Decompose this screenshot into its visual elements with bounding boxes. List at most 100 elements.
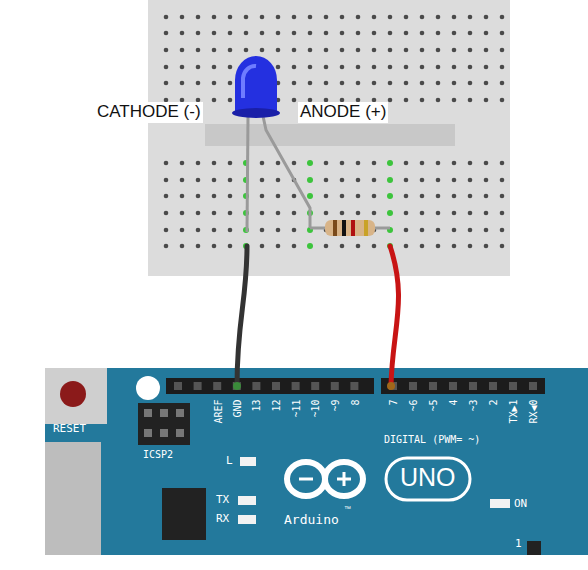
breadboard-hole	[404, 48, 409, 53]
breadboard-hole	[212, 178, 217, 183]
breadboard-hole	[308, 48, 313, 53]
breadboard-hole	[276, 65, 281, 70]
breadboard-hole	[276, 228, 281, 233]
breadboard-hole	[500, 48, 505, 53]
breadboard-hole	[292, 48, 297, 53]
breadboard-hole	[180, 65, 185, 70]
breadboard-hole	[500, 194, 505, 199]
header-pin	[311, 382, 319, 390]
resistor-band	[364, 220, 368, 236]
breadboard-hole	[436, 65, 441, 70]
breadboard-hole	[452, 194, 457, 199]
breadboard-hole	[372, 178, 377, 183]
breadboard-hole	[260, 15, 265, 20]
breadboard-hole	[292, 161, 297, 166]
breadboard-hole	[340, 31, 345, 36]
icsp-pins	[144, 409, 184, 437]
header-pin	[529, 382, 537, 390]
breadboard-hole	[164, 48, 169, 53]
led-label: TX	[216, 494, 229, 506]
breadboard-hole	[340, 211, 345, 216]
breadboard-hole	[228, 194, 233, 199]
breadboard-hole	[244, 15, 249, 20]
breadboard-hole	[420, 194, 425, 199]
breadboard-hole	[196, 178, 201, 183]
breadboard-hole	[340, 48, 345, 53]
breadboard-hole	[307, 193, 313, 199]
breadboard-hole	[196, 81, 201, 86]
board-led	[238, 515, 256, 524]
breadboard-hole	[500, 81, 505, 86]
header-pin	[331, 382, 339, 390]
header-pin	[292, 382, 300, 390]
breadboard-hole	[420, 244, 425, 249]
breadboard-hole	[196, 161, 201, 166]
breadboard-hole	[452, 98, 457, 103]
led-rim	[232, 108, 280, 118]
header-pin	[350, 382, 358, 390]
breadboard-holes	[164, 15, 505, 249]
breadboard-hole	[484, 31, 489, 36]
breadboard-hole	[388, 81, 393, 86]
breadboard-hole	[308, 15, 313, 20]
breadboard-hole	[228, 244, 233, 249]
breadboard-hole	[292, 194, 297, 199]
breadboard-hole	[356, 31, 361, 36]
breadboard-hole	[244, 48, 249, 53]
breadboard-hole	[372, 65, 377, 70]
board-led	[240, 457, 256, 466]
breadboard-hole	[196, 31, 201, 36]
breadboard-hole	[372, 194, 377, 199]
breadboard-hole	[468, 194, 473, 199]
breadboard-hole	[212, 65, 217, 70]
breadboard-hole	[436, 244, 441, 249]
breadboard-hole	[468, 178, 473, 183]
breadboard-hole	[308, 65, 313, 70]
part-label: CATHODE (-)	[95, 102, 203, 123]
breadboard-hole	[372, 211, 377, 216]
breadboard-hole	[260, 211, 265, 216]
breadboard-hole	[276, 211, 281, 216]
breadboard-hole	[420, 211, 425, 216]
logo-signs	[299, 472, 351, 486]
breadboard-channel	[205, 124, 455, 146]
breadboard-hole	[404, 65, 409, 70]
resistor-band	[351, 220, 355, 236]
breadboard-hole	[436, 178, 441, 183]
breadboard-hole	[420, 48, 425, 53]
breadboard-hole	[420, 81, 425, 86]
breadboard-hole	[420, 228, 425, 233]
breadboard-hole	[212, 211, 217, 216]
breadboard-hole	[452, 228, 457, 233]
breadboard-hole	[228, 161, 233, 166]
breadboard-hole	[164, 81, 169, 86]
breadboard-hole	[436, 98, 441, 103]
breadboard-hole	[324, 48, 329, 53]
breadboard-hole	[340, 178, 345, 183]
breadboard-hole	[260, 31, 265, 36]
header-pin	[272, 382, 280, 390]
breadboard-hole	[164, 178, 169, 183]
breadboard-hole	[180, 194, 185, 199]
header-pin	[429, 382, 437, 390]
usb-connector	[45, 442, 101, 555]
cathode-leg	[247, 116, 248, 232]
header-pin	[194, 382, 202, 390]
breadboard-hole	[356, 15, 361, 20]
header-pin	[252, 382, 260, 390]
breadboard-hole	[436, 81, 441, 86]
pin-label: 13	[251, 399, 262, 411]
uno-oval	[386, 458, 470, 500]
breadboard-hole	[500, 31, 505, 36]
breadboard-hole	[468, 98, 473, 103]
breadboard-hole	[228, 48, 233, 53]
breadboard-hole	[404, 81, 409, 86]
breadboard-hole	[308, 31, 313, 36]
breadboard-hole	[292, 15, 297, 20]
breadboard-hole	[292, 81, 297, 86]
breadboard-hole	[387, 177, 393, 183]
chip	[162, 488, 206, 540]
breadboard-hole	[420, 98, 425, 103]
pin-label: ~3	[468, 399, 479, 411]
breadboard-hole	[260, 194, 265, 199]
